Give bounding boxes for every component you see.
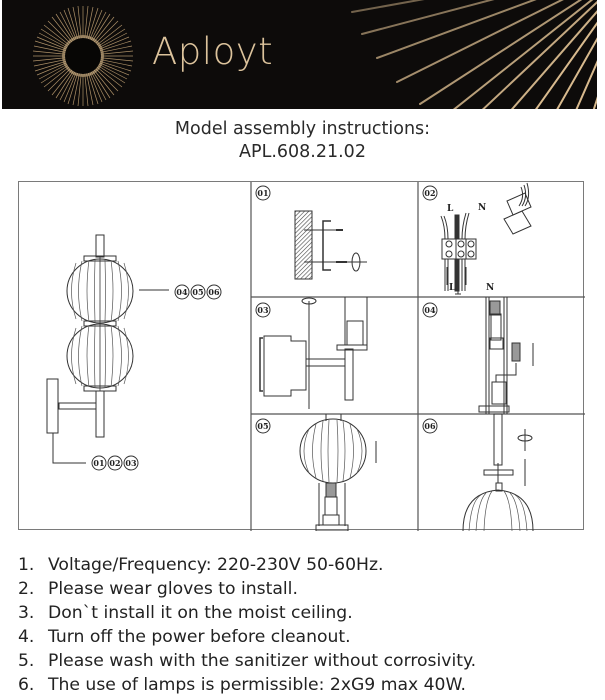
svg-text:01: 01 bbox=[93, 458, 104, 468]
fixture-overview bbox=[46, 234, 169, 464]
svg-text:02: 02 bbox=[424, 188, 435, 198]
note-number: 6. bbox=[18, 675, 35, 695]
note-number: 5. bbox=[18, 651, 35, 671]
note-text: Please wear gloves to install. bbox=[48, 579, 298, 599]
step-04-insert-bulb bbox=[478, 297, 534, 414]
svg-text:03: 03 bbox=[125, 458, 137, 468]
note-text: Don`t install it on the moist ceiling. bbox=[48, 603, 353, 623]
svg-text:04: 04 bbox=[424, 305, 436, 315]
svg-text:06: 06 bbox=[424, 421, 436, 431]
note-item: 5. Please wash with the sanitizer without… bbox=[18, 649, 476, 673]
sunburst-icon bbox=[32, 0, 597, 109]
note-item: 4. Turn off the power before cleanout. bbox=[18, 625, 476, 649]
note-number: 4. bbox=[18, 627, 35, 647]
svg-text:02: 02 bbox=[109, 458, 120, 468]
note-number: 3. bbox=[18, 603, 35, 623]
note-item: 3. Don`t install it on the moist ceiling. bbox=[18, 601, 476, 625]
svg-text:06: 06 bbox=[208, 287, 220, 297]
step-05-lower-shade bbox=[299, 414, 377, 531]
svg-text:05: 05 bbox=[192, 287, 203, 297]
note-item: 6. The use of lamps is permissible: 2xG9 … bbox=[18, 673, 476, 697]
svg-text:L: L bbox=[447, 204, 454, 214]
svg-text:03: 03 bbox=[257, 305, 269, 315]
note-item: 1. Voltage/Frequency: 220-230V 50-60Hz. bbox=[18, 553, 476, 577]
svg-text:05: 05 bbox=[257, 421, 268, 431]
svg-text:N: N bbox=[486, 283, 494, 293]
note-number: 1. bbox=[18, 555, 35, 575]
title-line: Model assembly instructions: bbox=[174, 119, 431, 139]
note-text: The use of lamps is permissible: 2xG9 ma… bbox=[48, 675, 466, 695]
step-06-upper-shade bbox=[462, 413, 534, 531]
note-text: Turn off the power before cleanout. bbox=[48, 627, 351, 647]
svg-text:01: 01 bbox=[257, 188, 268, 198]
step-03-attach-fixture bbox=[259, 297, 368, 409]
note-text: Voltage/Frequency: 220-230V 50-60Hz. bbox=[48, 555, 384, 575]
overview-callouts: 04 05 06 01 02 03 bbox=[91, 284, 222, 471]
svg-text:04: 04 bbox=[176, 287, 188, 297]
model-number: APL.608.21.02 bbox=[239, 142, 366, 162]
assembly-diagram: 04 05 06 01 02 03 01 02 03 04 05 06 bbox=[18, 181, 585, 531]
svg-text:L: L bbox=[449, 283, 456, 293]
brand-logo-text: Aployt bbox=[152, 30, 274, 73]
step-02-wiring bbox=[440, 182, 532, 295]
note-text: Please wash with the sanitizer without c… bbox=[48, 651, 477, 671]
safety-notes-list: 1. Voltage/Frequency: 220-230V 50-60Hz. 2… bbox=[18, 553, 476, 697]
svg-text:N: N bbox=[478, 203, 486, 213]
step-01-wall-mount bbox=[294, 210, 367, 280]
note-item: 2. Please wear gloves to install. bbox=[18, 577, 476, 601]
brand-header: Aployt bbox=[2, 0, 597, 109]
document-title: Model assembly instructions: APL.608.21.… bbox=[0, 118, 605, 164]
note-number: 2. bbox=[18, 579, 35, 599]
